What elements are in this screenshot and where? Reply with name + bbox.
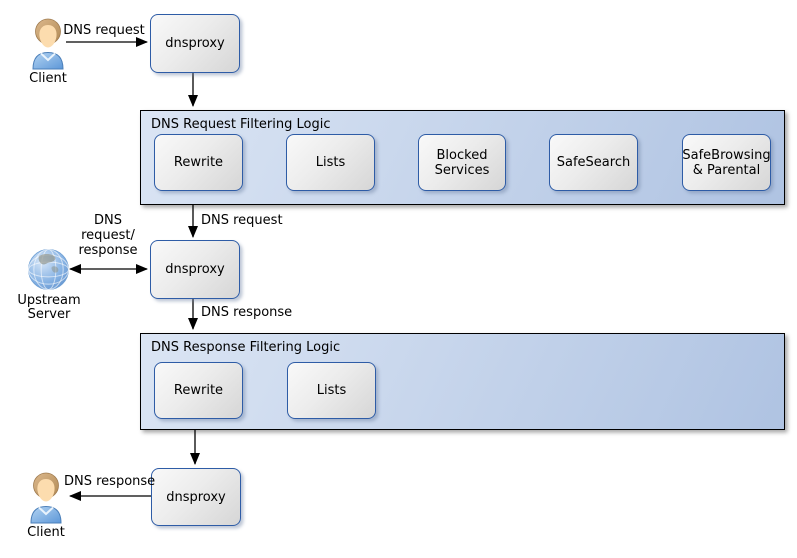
- dnsproxy-node-top-label: dnsproxy: [165, 36, 225, 51]
- step-lists-request: Lists: [286, 134, 375, 191]
- client-label-bottom: Client: [27, 525, 65, 540]
- response-filtering-title: DNS Response Filtering Logic: [151, 340, 341, 355]
- step-blocked-services-label: Blocked Services: [434, 147, 490, 178]
- step-safesearch: SafeSearch: [549, 134, 638, 191]
- edge-label-dns-response-mid: DNS response: [201, 305, 293, 320]
- step-safebrowsing-parental: SafeBrowsing & Parental: [682, 134, 771, 191]
- step-rewrite-request: Rewrite: [154, 134, 243, 191]
- edge-label-dns-request-top: DNS request: [63, 23, 145, 38]
- step-safebrowsing-parental-label: SafeBrowsing & Parental: [682, 147, 771, 178]
- step-rewrite-response: Rewrite: [154, 362, 243, 419]
- step-lists-request-label: Lists: [315, 155, 346, 170]
- upstream-server-label: Upstream Server: [17, 293, 81, 322]
- upstream-server-globe-icon: [26, 247, 71, 292]
- client-icon: [28, 16, 68, 70]
- dnsproxy-node-bottom: dnsproxy: [151, 468, 241, 526]
- dnsproxy-node-top: dnsproxy: [150, 14, 240, 73]
- dnsproxy-node-bottom-label: dnsproxy: [166, 489, 226, 505]
- step-lists-response: Lists: [287, 362, 376, 419]
- request-filtering-container: DNS Request Filtering Logic Rewrite List…: [140, 110, 785, 205]
- dnsproxy-node-mid: dnsproxy: [150, 240, 240, 299]
- client-icon-bottom: [26, 470, 66, 524]
- client-label: Client: [29, 71, 67, 86]
- request-filtering-title: DNS Request Filtering Logic: [151, 117, 331, 132]
- step-rewrite-response-label: Rewrite: [173, 383, 224, 398]
- step-blocked-services: Blocked Services: [418, 134, 506, 191]
- edge-label-dns-request-mid: DNS request: [201, 213, 283, 228]
- edge-label-dns-response-bottom: DNS response: [64, 474, 156, 489]
- step-safesearch-label: SafeSearch: [556, 155, 631, 170]
- step-lists-response-label: Lists: [316, 383, 347, 398]
- response-filtering-container: DNS Response Filtering Logic Rewrite Lis…: [140, 333, 785, 430]
- edge-label-upstream-exchange: DNS request/ response: [78, 213, 138, 258]
- dnsproxy-node-mid-label: dnsproxy: [165, 262, 225, 277]
- step-rewrite-request-label: Rewrite: [173, 155, 224, 170]
